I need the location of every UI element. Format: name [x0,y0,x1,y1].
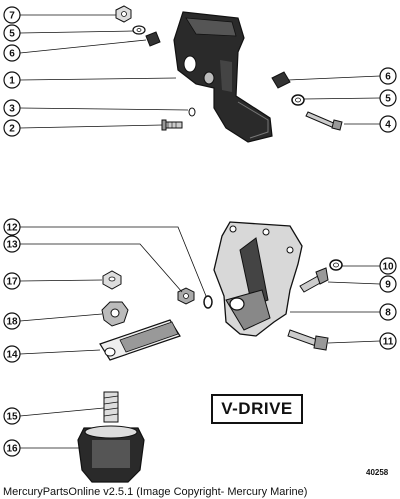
callout-leader-6 [19,39,147,54]
washer-lower-left [203,295,213,309]
callout-leader-9 [327,281,381,285]
rubber-mount-16 [77,425,145,483]
callout-number-13: 13 [6,240,18,251]
hex-nut-17 [102,270,122,290]
bolt-long-upper [305,111,343,131]
callout-circle-6 [379,67,397,85]
bolt-lower-right [299,267,329,293]
callout-number-14: 14 [6,350,18,361]
callout-leader-14 [19,349,101,355]
callout-leader-18 [19,313,103,322]
callout-circle-13 [3,235,21,253]
callout-number-18: 18 [6,317,18,328]
callout-circle-2 [3,119,21,137]
callout-number-2: 2 [9,124,15,135]
callout-circle-8 [379,303,397,321]
washer-small-upper [188,107,196,117]
callout-circle-10 [379,257,397,275]
footer-copyright: MercuryPartsOnline v2.5.1 (Image Copyrig… [3,486,308,498]
callout-number-12: 12 [6,223,18,234]
callout-circle-4 [379,115,397,133]
hex-nut-upper [115,5,132,23]
washer-lower-right [329,259,343,271]
callout-circle-5 [379,89,397,107]
callout-circle-6 [3,44,21,62]
callout-number-9: 9 [385,280,391,291]
callout-number-3: 3 [9,104,15,115]
callout-leader-1 [19,77,177,81]
trunnion-14 [99,319,181,361]
bolt-short-upper [161,119,183,131]
callout-number-6: 6 [9,49,15,60]
callout-leader-2 [19,124,163,129]
callout-circle-5 [3,24,21,42]
callout-number-15: 15 [6,412,18,423]
lock-tab-18 [101,301,129,327]
v-drive-bracket [213,221,303,337]
callout-circle-9 [379,275,397,293]
callout-circle-12 [3,218,21,236]
callout-number-8: 8 [385,308,391,319]
bolt-long-lower [287,329,329,351]
callout-leader-11 [327,340,381,344]
callout-circle-17 [3,272,21,290]
v-drive-label: V-DRIVE [211,394,303,424]
stud-15 [103,391,119,423]
callout-number-4: 4 [385,120,391,131]
callout-number-10: 10 [382,262,394,273]
washer-upper-left [132,25,146,35]
callout-leader-17 [19,279,103,282]
callout-circle-14 [3,345,21,363]
callout-circle-16 [3,439,21,457]
bushing-upper-left [145,31,161,47]
callout-number-11: 11 [383,337,394,348]
callout-leader-5 [19,30,134,34]
callout-leader-6 [287,75,381,81]
callout-leader-5 [303,97,381,100]
callout-leader-3 [19,107,189,111]
callout-circle-15 [3,407,21,425]
callout-circle-3 [3,99,21,117]
callout-leader-15 [19,407,105,417]
engine-bracket-upper [173,11,273,143]
callout-circle-7 [3,6,21,24]
callout-leader-12 [20,226,207,297]
bushing-upper-right [271,71,291,89]
callout-number-17: 17 [6,277,18,288]
callout-number-16: 16 [6,444,18,455]
callout-number-5: 5 [9,29,15,40]
callout-number-7: 7 [9,11,15,22]
callout-number-5: 5 [385,94,391,105]
washer-upper-right [291,94,305,106]
callout-circle-11 [379,332,397,350]
callout-circle-18 [3,312,21,330]
callout-number-6: 6 [385,72,391,83]
figure-number: 40258 [366,468,389,477]
callout-circle-1 [3,71,21,89]
callout-number-1: 1 [9,76,15,87]
callout-leader-13 [20,243,183,293]
